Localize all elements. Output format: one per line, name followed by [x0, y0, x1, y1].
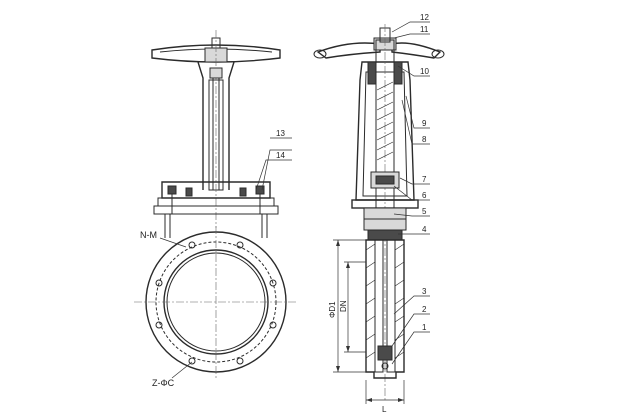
part-no-10: 10 [420, 67, 429, 76]
part-no-14: 14 [276, 151, 285, 160]
length-label: L [382, 405, 387, 414]
part-no-11: 11 [420, 25, 429, 34]
outer-diameter-label: ΦD1 [328, 301, 337, 318]
part-leaders: 12 11 10 9 8 7 6 5 4 3 2 1 [391, 13, 430, 365]
part-no-3: 3 [422, 287, 427, 296]
part-no-4: 4 [422, 225, 427, 234]
front-bonnet [153, 181, 279, 238]
part-no-12: 12 [420, 13, 429, 22]
side-view: ΦD1 DN L 12 11 10 9 8 7 [313, 13, 445, 414]
nominal-diameter-label: DN [339, 300, 348, 312]
part-no-6: 6 [422, 191, 427, 200]
front-handwheel [151, 37, 281, 63]
side-housing [351, 24, 419, 400]
part-no-8: 8 [422, 135, 427, 144]
front-yoke [197, 30, 235, 228]
part-no-9: 9 [422, 119, 427, 128]
bolt-thread-label: N-M [140, 230, 157, 240]
side-dimensions: ΦD1 DN L [328, 239, 405, 414]
flange-holes-label: Z-ΦC [152, 378, 175, 388]
part-no-7: 7 [422, 175, 427, 184]
part-no-13: 13 [276, 129, 285, 138]
part-no-1: 1 [422, 323, 427, 332]
part-no-2: 2 [422, 305, 427, 314]
part-no-5: 5 [422, 207, 427, 216]
front-view: N-M Z-ΦC 13 14 [134, 30, 298, 388]
front-body [134, 226, 298, 378]
side-body [365, 239, 405, 379]
